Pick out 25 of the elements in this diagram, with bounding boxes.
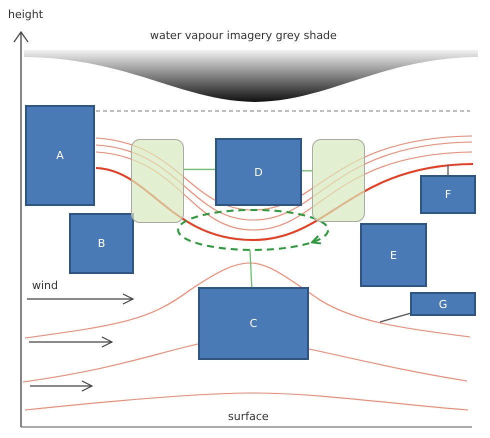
surface-label: surface	[228, 410, 269, 423]
band-label: water vapour imagery grey shade	[150, 29, 337, 42]
box-label: E	[390, 248, 397, 262]
label-box	[25, 105, 95, 206]
highlight-box	[312, 139, 365, 222]
label-box	[410, 292, 476, 316]
leader-line	[380, 312, 410, 323]
label-box	[69, 213, 134, 274]
label-box	[360, 223, 427, 287]
label-box	[215, 138, 302, 206]
wind-label: wind	[32, 279, 58, 292]
box-label: C	[250, 317, 258, 330]
label-box	[420, 175, 476, 214]
box-label: G	[438, 298, 448, 310]
box-label: B	[98, 237, 106, 250]
leader-line	[302, 170, 312, 172]
leader-line	[447, 165, 449, 175]
highlight-box	[131, 139, 184, 223]
axis-label: height	[8, 8, 44, 21]
leader-line	[184, 168, 215, 170]
label-box	[198, 287, 309, 360]
box-label: F	[444, 188, 452, 201]
leader-line	[249, 250, 252, 288]
box-label: A	[56, 149, 64, 162]
box-label: D	[254, 166, 263, 178]
